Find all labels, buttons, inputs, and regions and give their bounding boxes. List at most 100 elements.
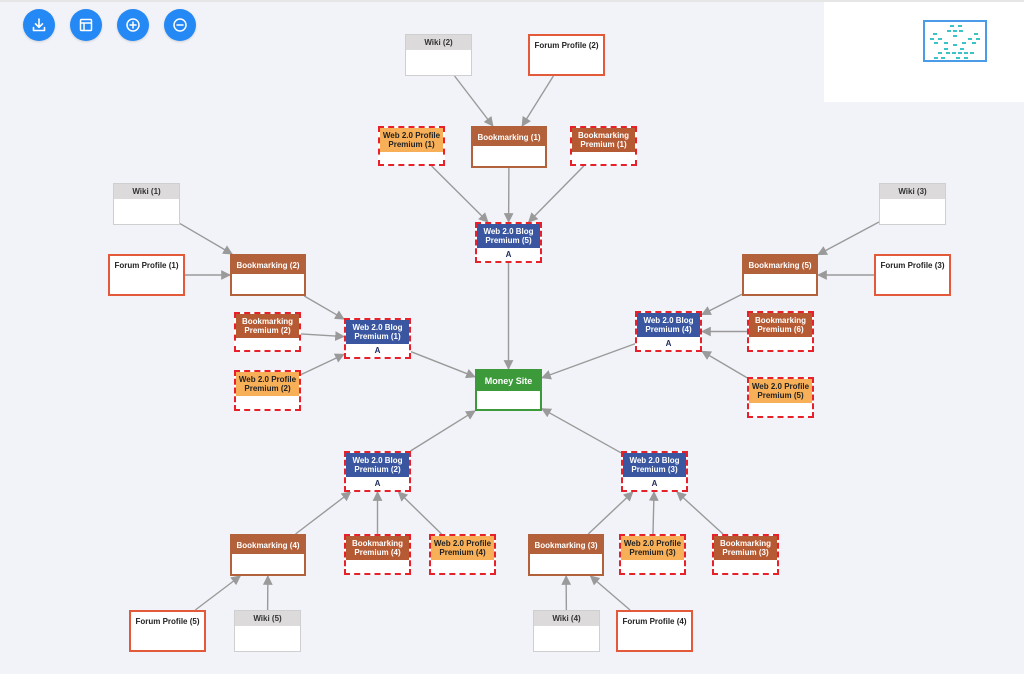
node-label: Wiki (5) [235, 611, 300, 626]
node-body [618, 630, 691, 632]
zoom-out-button[interactable] [164, 9, 196, 41]
node-bookmarking-premium-2[interactable]: Bookmarking Premium (2) [234, 312, 301, 352]
node-body [232, 554, 304, 556]
edge-w2p5-to-blog4 [701, 350, 748, 379]
node-web-2-0-profile-premium-3[interactable]: Web 2.0 Profile Premium (3) [619, 534, 686, 575]
node-body [530, 54, 603, 56]
node-body [534, 626, 599, 628]
node-label: Bookmarking (1) [473, 128, 545, 146]
node-wiki-5[interactable]: Wiki (5) [234, 610, 301, 652]
top-divider [0, 0, 1024, 2]
fit-view-button[interactable] [70, 9, 102, 41]
node-wiki-2[interactable]: Wiki (2) [405, 34, 472, 76]
node-label: Web 2.0 Profile Premium (4) [431, 536, 494, 560]
edge-wiki3-to-bm5 [817, 221, 880, 256]
node-web-2-0-profile-premium-1[interactable]: Web 2.0 Profile Premium (1) [378, 126, 445, 166]
node-label: Wiki (4) [534, 611, 599, 626]
node-web-2-0-profile-premium-2[interactable]: Web 2.0 Profile Premium (2) [234, 370, 301, 411]
node-label: Bookmarking Premium (6) [749, 313, 812, 337]
node-web-2-0-blog-premium-4[interactable]: Web 2.0 Blog Premium (4) A [635, 311, 702, 352]
edges-layer [179, 75, 880, 611]
node-bookmarking-2[interactable]: Bookmarking (2) [230, 254, 306, 296]
node-forum-profile-2[interactable]: Forum Profile (2) [528, 34, 605, 76]
node-label: Forum Profile (3) [876, 256, 949, 274]
node-label: Bookmarking Premium (4) [346, 536, 409, 560]
node-bookmarking-premium-1[interactable]: Bookmarking Premium (1) [570, 126, 637, 166]
node-forum-profile-4[interactable]: Forum Profile (4) [616, 610, 693, 652]
node-label: Web 2.0 Blog Premium (5) [477, 224, 540, 248]
node-body [714, 560, 777, 562]
edge-bm2-to-blog1 [303, 295, 345, 320]
node-body [621, 560, 684, 562]
minimap-preview [930, 25, 980, 59]
node-bookmarking-3[interactable]: Bookmarking (3) [528, 534, 604, 576]
node-label: Web 2.0 Blog Premium (3) [623, 453, 686, 477]
edge-w2p3-to-blog3 [648, 491, 659, 535]
node-label: Bookmarking Premium (3) [714, 536, 777, 560]
node-wiki-3[interactable]: Wiki (3) [879, 183, 946, 225]
edge-w2p1-to-blog5 [431, 165, 489, 223]
node-web-2-0-blog-premium-3[interactable]: Web 2.0 Blog Premium (3)A [621, 451, 688, 492]
node-label: Web 2.0 Profile Premium (3) [621, 536, 684, 560]
edge-bm4-to-blog2 [295, 491, 352, 535]
node-web-2-0-profile-premium-4[interactable]: Web 2.0 Profile Premium (4) [429, 534, 496, 575]
minimap-viewport[interactable] [923, 20, 987, 62]
node-body [235, 626, 300, 628]
node-body [131, 630, 204, 632]
node-bookmarking-premium-6[interactable]: Bookmarking Premium (6) [747, 311, 814, 352]
node-body: A [665, 339, 672, 348]
edge-blog4-to-money [541, 343, 636, 380]
edge-forum4-to-bm3 [589, 575, 631, 611]
layout-icon [79, 18, 93, 32]
node-bookmarking-premium-4[interactable]: Bookmarking Premium (4) [344, 534, 411, 575]
node-wiki-4[interactable]: Wiki (4) [533, 610, 600, 652]
node-body: A [374, 479, 381, 488]
node-web-2-0-blog-premium-1[interactable]: Web 2.0 Blog Premium (1)A [344, 318, 411, 359]
node-body [232, 274, 304, 276]
node-bookmarking-1[interactable]: Bookmarking (1) [471, 126, 547, 168]
node-body [380, 152, 443, 154]
node-label: Money Site [477, 371, 540, 391]
node-label: Web 2.0 Blog Premium (1) [346, 320, 409, 344]
node-web-2-0-blog-premium-5[interactable]: Web 2.0 Blog Premium (5) A [475, 222, 542, 263]
node-body [744, 274, 816, 276]
node-body [749, 337, 812, 339]
node-bookmarking-4[interactable]: Bookmarking (4) [230, 534, 306, 576]
node-body [236, 338, 299, 340]
node-label: Wiki (2) [406, 35, 471, 50]
node-label: Forum Profile (2) [530, 36, 603, 54]
node-web-2-0-profile-premium-5[interactable]: Web 2.0 Profile Premium (5) [747, 377, 814, 418]
edge-bmp2-to-blog1 [300, 331, 345, 341]
node-label: Bookmarking (5) [744, 256, 816, 274]
node-label: Web 2.0 Profile Premium (1) [380, 128, 443, 152]
download-button[interactable] [23, 9, 55, 41]
node-label: Forum Profile (1) [110, 256, 183, 274]
node-wiki-1[interactable]: Wiki (1) [113, 183, 180, 225]
edge-blog2-to-money [410, 410, 476, 452]
edge-bmp1-to-blog5 [527, 165, 585, 223]
node-body [406, 50, 471, 52]
minimap[interactable] [824, 2, 1024, 102]
edge-blog1-to-money [410, 351, 476, 379]
minus-circle-icon [173, 18, 187, 32]
node-label: Web 2.0 Profile Premium (5) [749, 379, 812, 403]
node-label: Forum Profile (4) [618, 612, 691, 630]
node-label: Web 2.0 Blog Premium (4) [637, 313, 700, 337]
node-web-2-0-blog-premium-2[interactable]: Web 2.0 Blog Premium (2)A [344, 451, 411, 492]
edge-bmp3-to-blog3 [676, 491, 724, 535]
node-forum-profile-5[interactable]: Forum Profile (5) [129, 610, 206, 652]
node-bookmarking-5[interactable]: Bookmarking (5) [742, 254, 818, 296]
node-money-site[interactable]: Money Site [475, 369, 542, 411]
edge-wiki1-to-bm2 [179, 222, 233, 255]
edge-forum2-to-bm1 [521, 75, 554, 127]
node-forum-profile-3[interactable]: Forum Profile (3) [874, 254, 951, 296]
node-forum-profile-1[interactable]: Forum Profile (1) [108, 254, 185, 296]
edge-forum5-to-bm4 [194, 575, 242, 611]
node-bookmarking-premium-3[interactable]: Bookmarking Premium (3) [712, 534, 779, 575]
zoom-in-button[interactable] [117, 9, 149, 41]
node-body: A [505, 250, 512, 259]
node-body [346, 560, 409, 562]
node-body [110, 274, 183, 276]
node-body [473, 146, 545, 148]
